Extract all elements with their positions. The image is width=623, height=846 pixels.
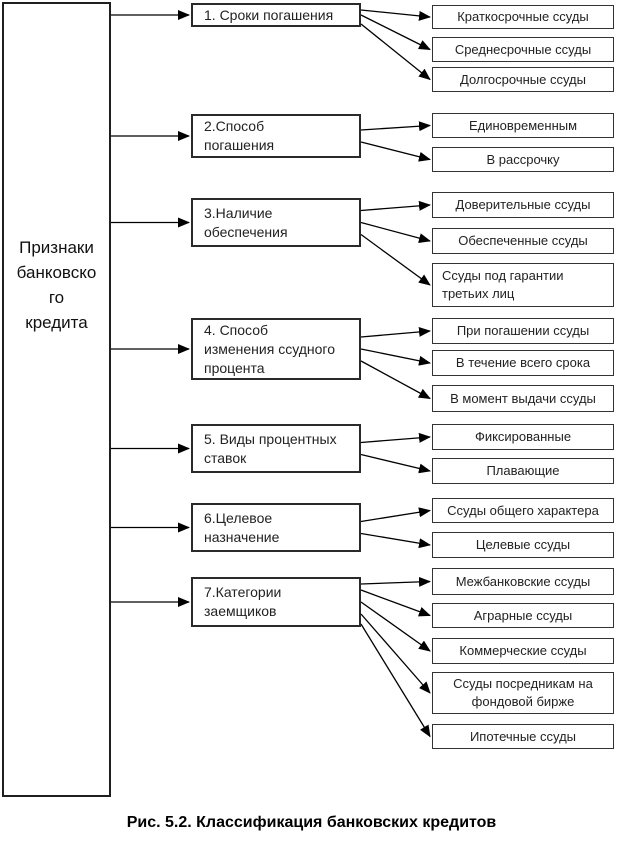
category-box: 7.Категории заемщиков <box>191 577 361 627</box>
connector-arrow <box>360 200 431 212</box>
connector-arrow <box>360 233 431 286</box>
leaf-box: Доверительные ссуды <box>432 192 614 218</box>
figure-caption: Рис. 5.2. Классификация банковских креди… <box>126 814 497 831</box>
leaf-box: Фиксированные <box>432 424 614 450</box>
category-box: 1. Сроки погашения <box>191 3 361 27</box>
node-label: 3.Наличие обеспечения <box>204 204 288 240</box>
connector-arrow <box>360 9 431 21</box>
leaf-box: Ссуды общего характера <box>432 498 614 523</box>
connector-arrow <box>360 141 431 162</box>
leaf-box: Аграрные ссуды <box>432 603 614 628</box>
category-box: 5. Виды процентных ставок <box>191 424 361 473</box>
connector-arrow <box>360 532 431 549</box>
connector-arrow <box>360 589 431 617</box>
connector-arrow <box>360 576 431 587</box>
leaf-box: Ссуды посредникам на фондовой бирже <box>432 672 614 714</box>
root-box: Признаки банковско го кредита <box>2 2 111 797</box>
connector-arrow <box>360 507 431 523</box>
node-label: 7.Категории заемщиков <box>204 584 282 619</box>
leaf-box: Среднесрочные ссуды <box>432 37 614 62</box>
leaf-box: Целевые ссуды <box>432 532 614 558</box>
node-label: Фиксированные <box>474 429 572 444</box>
node-label: 6.Целевое назначение <box>204 509 280 545</box>
connector-arrow <box>360 360 431 400</box>
node-label: В момент выдачи ссуды <box>450 390 596 406</box>
connector-arrow <box>360 14 431 51</box>
category-box: 4. Способ изменения ссудного процента <box>191 318 361 380</box>
leaf-box: Межбанковские ссуды <box>432 568 614 595</box>
node-label: Плавающие <box>486 463 560 478</box>
node-label: Целевые ссуды <box>475 537 571 552</box>
leaf-box: При погашении ссуды <box>432 318 614 344</box>
node-label: Единовременным <box>468 117 578 133</box>
leaf-box: В момент выдачи ссуды <box>432 385 614 412</box>
category-box: 3.Наличие обеспечения <box>191 198 361 247</box>
node-label: Ипотечные ссуды <box>469 728 577 744</box>
connector-arrow <box>360 326 431 338</box>
leaf-box: В рассрочку <box>432 147 614 172</box>
connector-arrow <box>360 623 431 738</box>
category-box: 2.Способ погашения <box>191 114 361 158</box>
connector-arrow <box>360 221 431 243</box>
leaf-box: Ссуды под гарантии третьих лиц <box>432 263 614 307</box>
category-box: 6.Целевое назначение <box>191 503 361 552</box>
node-label: Среднесрочные ссуды <box>454 41 592 57</box>
node-label: Межбанковские ссуды <box>455 573 591 589</box>
leaf-box: Ипотечные ссуды <box>432 724 614 749</box>
node-label: Аграрные ссуды <box>473 607 573 623</box>
node-label: Доверительные ссуды <box>455 197 591 212</box>
node-label: Коммерческие ссуды <box>459 643 587 658</box>
node-label: Краткосрочные ссуды <box>457 9 589 24</box>
node-label: Признаки банковско го кредита <box>16 238 97 332</box>
node-label: Ссуды под гарантии третьих лиц <box>442 268 564 301</box>
node-label: Долгосрочные ссуды <box>460 71 586 87</box>
leaf-box: Краткосрочные ссуды <box>432 5 614 29</box>
leaf-box: Обеспеченные ссуды <box>432 228 614 254</box>
connector-arrow <box>360 453 431 474</box>
node-label: Ссуды общего характера <box>447 502 599 518</box>
leaf-box: Единовременным <box>432 113 614 138</box>
connector-arrow <box>360 432 431 444</box>
leaf-box: В течение всего срока <box>432 350 614 376</box>
leaf-box: Долгосрочные ссуды <box>432 67 614 92</box>
connector-arrow <box>360 348 431 366</box>
node-label: При погашении ссуды <box>456 323 590 338</box>
node-label: Ссуды посредникам на фондовой бирже <box>453 676 593 709</box>
node-label: 2.Способ погашения <box>204 118 275 153</box>
node-label: 5. Виды процентных ставок <box>204 430 337 466</box>
leaf-box: Плавающие <box>432 458 614 484</box>
node-label: В рассрочку <box>486 151 560 167</box>
node-label: 4. Способ изменения ссудного процента <box>204 321 335 376</box>
connector-arrow <box>360 23 431 81</box>
connector-arrow <box>360 613 431 694</box>
connector-arrow <box>360 121 431 132</box>
node-label: 1. Сроки погашения <box>204 6 334 23</box>
connector-arrow <box>360 601 431 652</box>
node-label: Обеспеченные ссуды <box>458 233 588 248</box>
leaf-box: Коммерческие ссуды <box>432 638 614 664</box>
node-label: В течение всего срока <box>455 355 591 370</box>
